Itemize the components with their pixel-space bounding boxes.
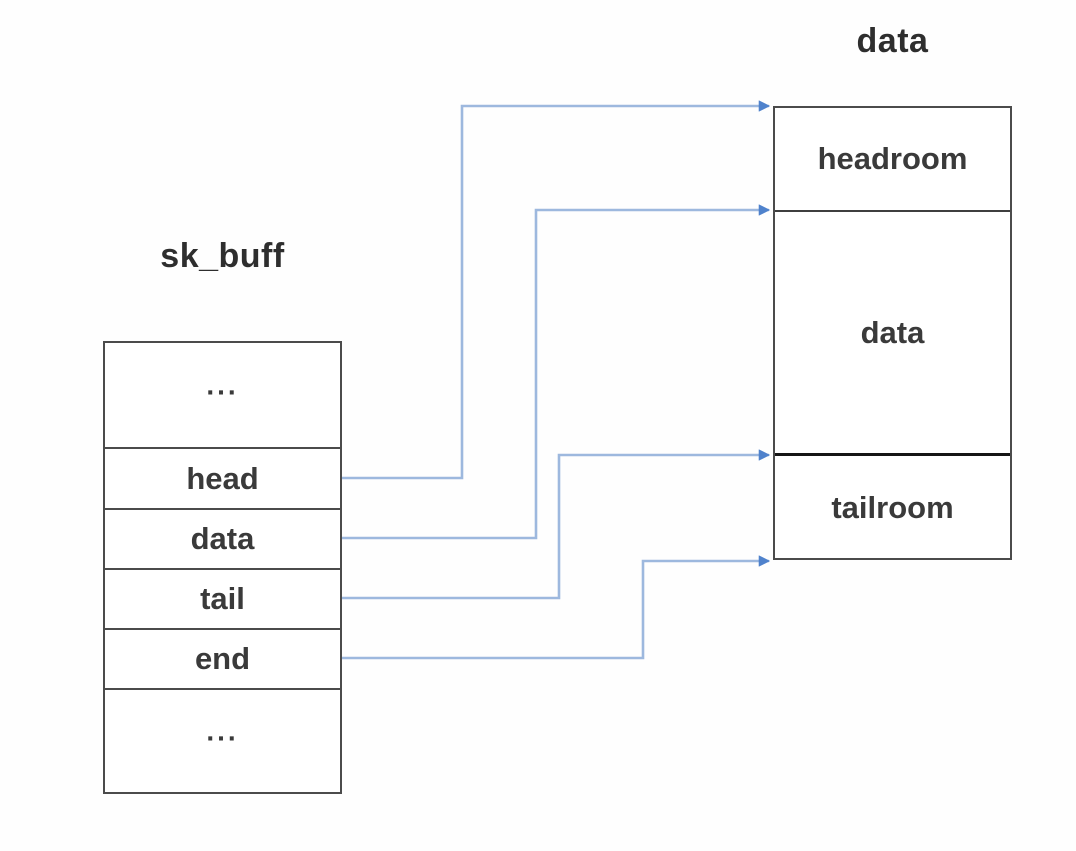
skbuff-row-ellipsis-top: ... xyxy=(105,343,340,447)
arrow-head-to-buffer-start xyxy=(342,100,771,480)
buffer-title: data xyxy=(856,22,929,60)
buffer-section-label: headroom xyxy=(817,141,968,176)
arrow-tail-to-data-end xyxy=(342,449,771,600)
ellipsis-icon: ... xyxy=(206,369,239,401)
skbuff-row-ellipsis-bottom: ... xyxy=(105,688,340,792)
skbuff-box: ... head data tail end ... xyxy=(103,341,342,794)
buffer-section-data: data xyxy=(775,212,1010,456)
skbuff-row-data: data xyxy=(105,508,340,568)
skbuff-row-label: tail xyxy=(200,581,245,616)
buffer-section-tailroom: tailroom xyxy=(775,456,1010,559)
buffer-section-headroom: headroom xyxy=(775,108,1010,212)
ellipsis-icon: ... xyxy=(206,715,239,747)
arrow-end-to-buffer-end xyxy=(342,555,771,660)
skbuff-row-label: head xyxy=(186,460,259,496)
buffer-box: headroom data tailroom xyxy=(773,106,1012,560)
skbuff-row-label: data xyxy=(190,521,255,556)
buffer-section-label: tailroom xyxy=(831,489,954,525)
skbuff-row-head: head xyxy=(105,447,340,508)
buffer-section-label: data xyxy=(860,314,925,350)
skbuff-row-label: end xyxy=(194,641,251,676)
arrow-data-to-data-start xyxy=(342,204,771,540)
skbuff-row-end: end xyxy=(105,628,340,688)
skbuff-title: sk_buff xyxy=(160,237,285,275)
skbuff-row-tail: tail xyxy=(105,568,340,628)
